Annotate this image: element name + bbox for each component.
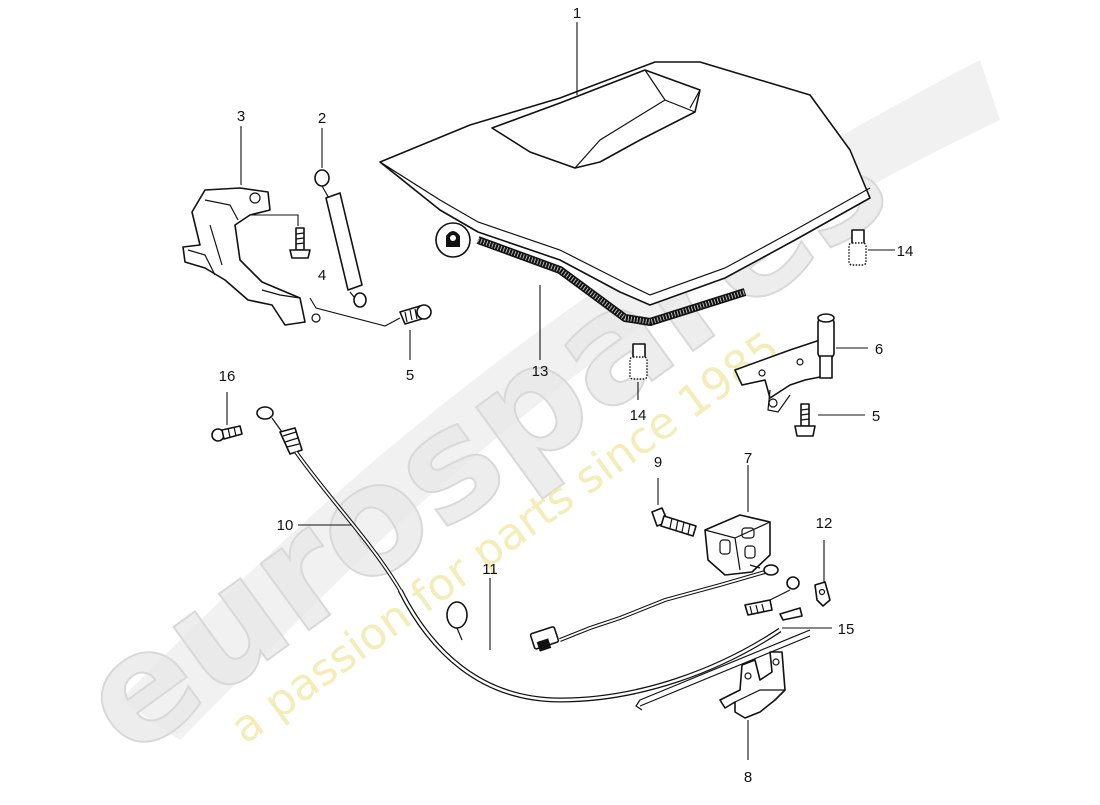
latch-bolt [651,507,697,537]
callout-10: 10 [277,517,294,534]
callout-11: 11 [482,561,498,578]
callout-7: 7 [744,450,752,467]
callout-13: 13 [532,363,549,380]
callout-5-left: 5 [406,367,414,384]
callout-labels: 1 2 3 4 5 5 6 7 8 9 10 11 12 13 14 14 15… [219,5,914,786]
callout-16: 16 [219,368,236,385]
latch-bracket [719,651,786,719]
callout-4: 4 [318,267,326,284]
callout-5-right: 5 [872,408,880,425]
cable-clip [814,581,831,607]
bump-stop-right [848,229,867,266]
adhesive-icon [435,222,471,258]
callout-2: 2 [318,110,326,127]
leader-lines [226,22,895,760]
hood-hinge [182,187,321,326]
lock-striker-bracket [734,313,835,413]
bump-stop-center [629,343,648,380]
cable-screw [211,425,243,442]
callout-15: 15 [838,621,855,638]
bracket-screw [794,403,816,437]
hood-latch [704,514,771,576]
callout-6: 6 [875,341,883,358]
hood-panel [379,61,871,306]
callout-3: 3 [237,108,245,125]
hood-seal [476,236,747,326]
hinge-bolt [289,227,311,259]
release-rod [635,576,811,711]
release-cable [256,406,782,703]
release-cable-inner [446,564,779,652]
callout-14-center: 14 [630,407,647,424]
callout-1: 1 [573,5,581,22]
callout-12: 12 [816,515,833,532]
gas-strut [314,169,367,308]
callout-9: 9 [654,454,662,471]
callout-14-right: 14 [897,243,914,260]
callout-8: 8 [744,769,752,786]
hinge-screw [399,304,432,325]
